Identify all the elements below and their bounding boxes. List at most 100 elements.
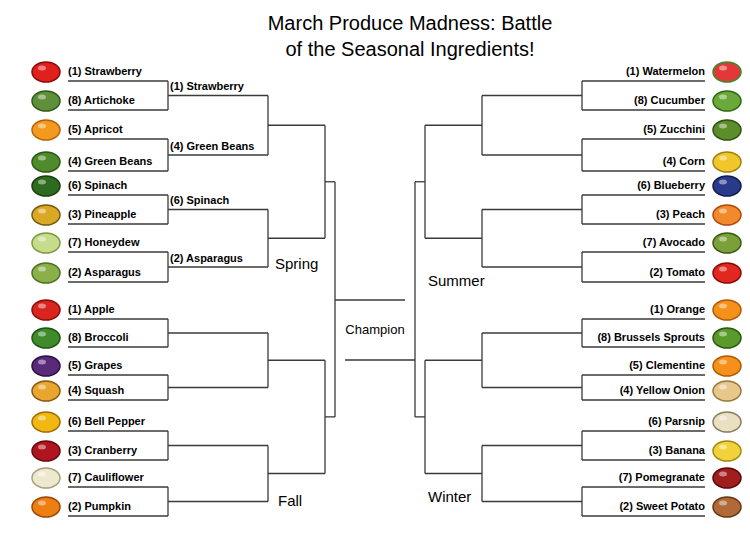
winner-label: (2) Asparagus	[170, 252, 243, 265]
bracket-line	[68, 374, 168, 375]
region-label: Fall	[278, 492, 302, 510]
icon-shine	[719, 304, 727, 309]
bracket-line	[482, 332, 582, 333]
icon-shine	[38, 416, 46, 421]
winner-label: (1) Strawberry	[170, 80, 244, 93]
bracket-line	[482, 445, 582, 446]
bracket-line	[582, 399, 705, 400]
icon-shine	[719, 416, 727, 421]
team-label: (2) Sweet Potato	[619, 500, 705, 513]
icon-shine	[38, 385, 46, 390]
team-label: (6) Blueberry	[637, 179, 705, 192]
bracket-line	[582, 486, 705, 487]
icon-shine	[38, 332, 46, 337]
team-label: (7) Avocado	[643, 236, 705, 249]
bracket-line	[268, 360, 325, 361]
bracket-line	[168, 332, 268, 333]
produce-icon	[713, 328, 741, 348]
bracket-line	[68, 318, 168, 319]
icon-shine	[38, 267, 46, 272]
bracket-line	[68, 459, 168, 460]
bracket-line	[68, 346, 168, 347]
team-label: (6) Spinach	[68, 179, 127, 192]
bracket-line	[582, 281, 705, 282]
bracket-line	[68, 281, 168, 282]
team-label: (2) Pumpkin	[68, 500, 131, 513]
bracket-line	[425, 473, 482, 474]
produce-icon	[32, 233, 60, 253]
bracket-line	[334, 182, 335, 417]
produce-icon	[32, 263, 60, 283]
bracket-line	[582, 374, 705, 375]
team-label: (6) Parsnip	[648, 415, 705, 428]
bracket-line	[68, 80, 168, 81]
icon-shine	[38, 209, 46, 214]
team-label: (8) Broccoli	[68, 331, 129, 344]
produce-icon	[32, 381, 60, 401]
bracket-line	[482, 501, 582, 502]
bracket-line	[168, 266, 268, 267]
bracket-line	[168, 501, 268, 502]
bracket-line	[68, 515, 168, 516]
produce-icon	[713, 233, 741, 253]
icon-shine	[719, 501, 727, 506]
team-label: (7) Honeydew	[68, 236, 140, 249]
region-label: Winter	[428, 488, 471, 506]
produce-icon	[713, 120, 741, 140]
produce-icon	[713, 91, 741, 111]
bracket-line	[582, 515, 705, 516]
team-label: (7) Pomegranate	[619, 471, 705, 484]
bracket-line	[268, 473, 325, 474]
team-label: (5) Grapes	[68, 359, 122, 372]
produce-icon	[32, 176, 60, 196]
produce-icon	[32, 91, 60, 111]
bracket-line	[68, 138, 168, 139]
produce-icon	[32, 497, 60, 517]
produce-icon	[713, 497, 741, 517]
bracket-line	[325, 416, 335, 417]
team-label: (6) Bell Pepper	[68, 415, 145, 428]
bracket-line	[582, 251, 705, 252]
icon-shine	[719, 360, 727, 365]
team-label: (5) Clementine	[629, 359, 705, 372]
bracket-line	[582, 318, 705, 319]
team-label: (8) Artichoke	[68, 94, 135, 107]
bracket-line	[582, 459, 705, 460]
team-label: (3) Banana	[649, 444, 705, 457]
icon-shine	[719, 156, 727, 161]
produce-icon	[713, 62, 741, 82]
team-label: (5) Zucchini	[643, 123, 705, 136]
bracket-line	[335, 299, 405, 300]
bracket-line	[582, 430, 705, 431]
produce-icon	[713, 205, 741, 225]
bracket-line	[415, 181, 425, 182]
produce-icon	[32, 300, 60, 320]
icon-shine	[719, 385, 727, 390]
icon-shine	[38, 445, 46, 450]
champion-label: Champion	[345, 322, 404, 338]
region-label: Spring	[275, 255, 318, 273]
bracket-line	[482, 95, 582, 96]
produce-icon	[713, 381, 741, 401]
icon-shine	[38, 95, 46, 100]
produce-icon	[32, 120, 60, 140]
bracket-line	[582, 80, 705, 81]
title: March Produce Madness: Battle of the Sea…	[190, 10, 630, 62]
bracket-line	[168, 95, 268, 96]
produce-icon	[713, 263, 741, 283]
icon-shine	[719, 180, 727, 185]
team-label: (1) Orange	[650, 303, 705, 316]
bracket-line	[168, 154, 268, 155]
produce-icon	[32, 412, 60, 432]
icon-shine	[719, 237, 727, 242]
winner-label: (4) Green Beans	[170, 140, 254, 153]
bracket-line	[68, 430, 168, 431]
icon-shine	[38, 156, 46, 161]
bracket-line	[68, 109, 168, 110]
icon-shine	[38, 304, 46, 309]
icon-shine	[38, 180, 46, 185]
bracket-line	[345, 359, 415, 360]
team-label: (1) Watermelon	[626, 65, 705, 78]
bracket-line	[482, 154, 582, 155]
